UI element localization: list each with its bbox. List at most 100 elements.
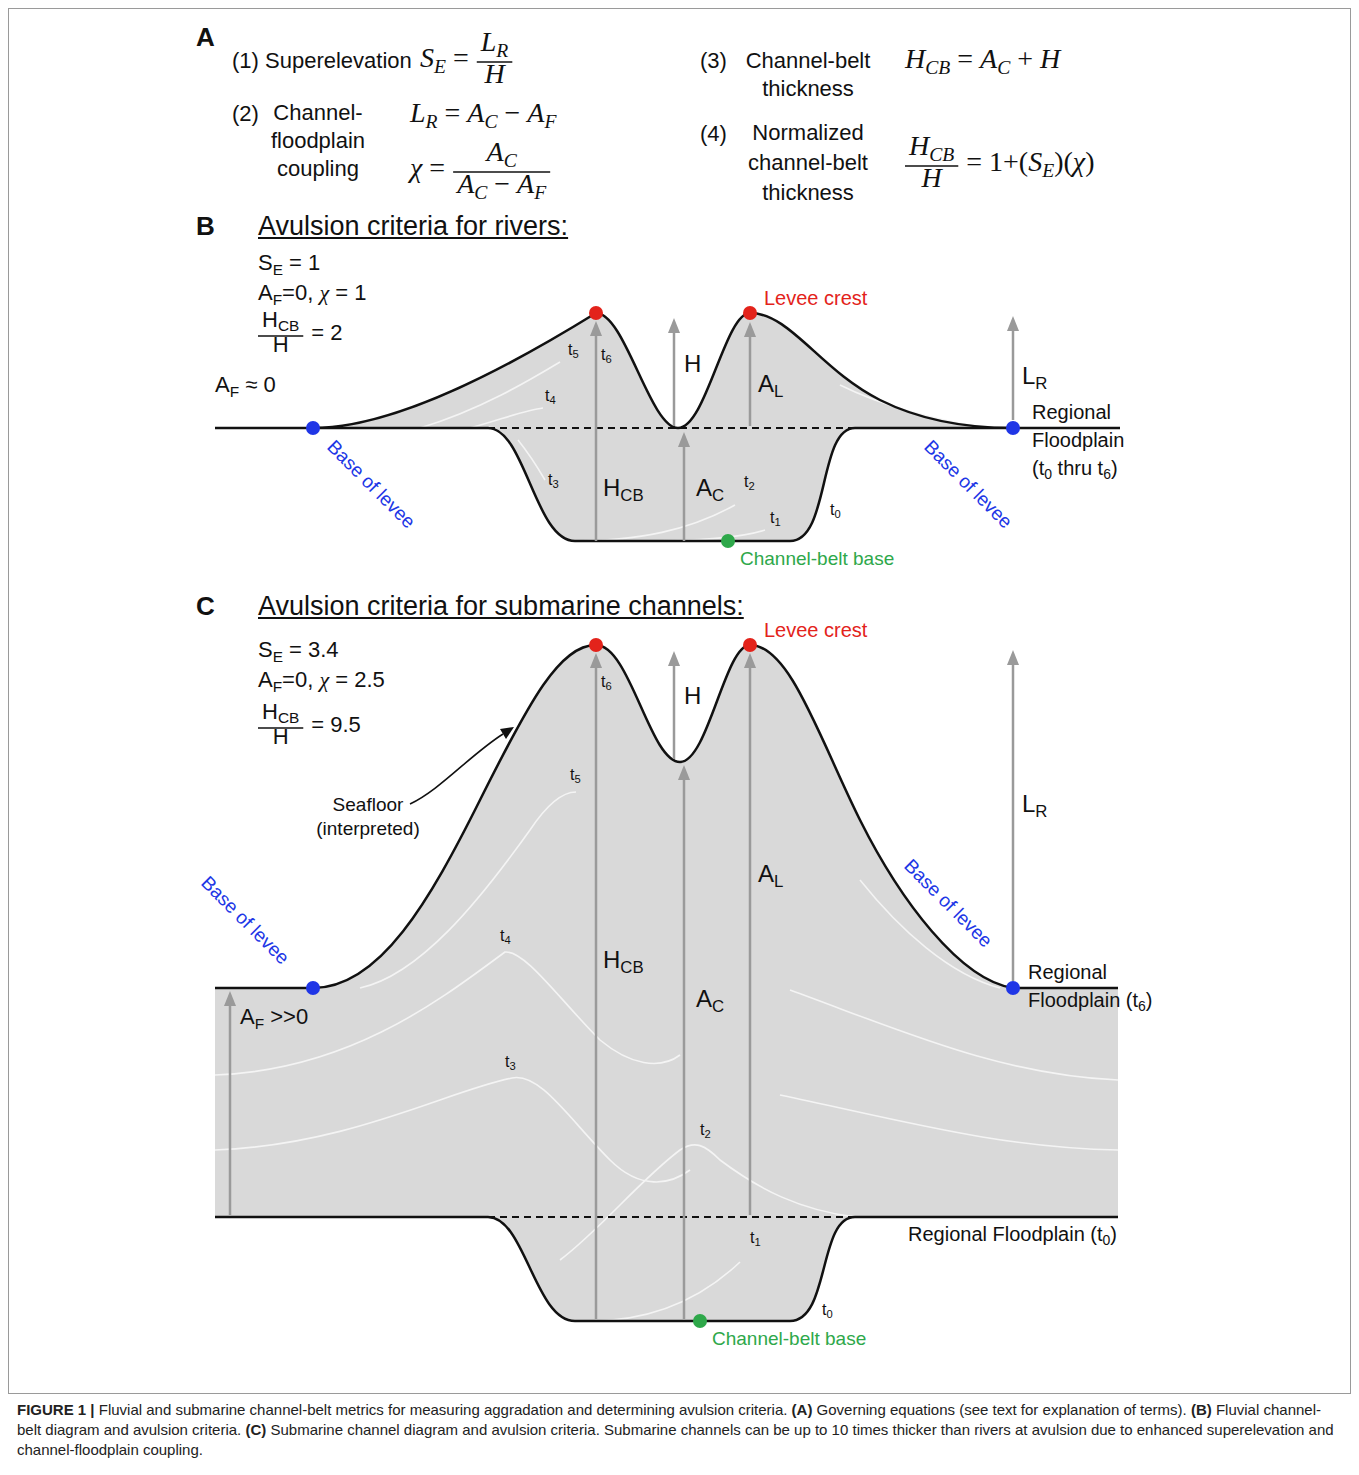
text-run: E <box>1042 160 1054 181</box>
text-run: A <box>258 667 273 692</box>
dimension-label: H <box>684 350 701 379</box>
text-run: 3 <box>509 1060 515 1072</box>
arrow-head <box>500 727 514 739</box>
channel-belt-base-dot <box>721 534 735 548</box>
dimension-arrow <box>683 444 686 541</box>
dimension-label: AC <box>696 474 724 503</box>
text-run: L <box>1022 362 1035 389</box>
fraction-denominator: H <box>273 332 289 358</box>
text-run: CB <box>278 709 299 726</box>
dimension-arrow <box>229 1003 232 1215</box>
text-run: = <box>950 43 980 74</box>
text-run: H <box>684 682 701 709</box>
text-run: Channel- floodplain coupling <box>271 100 365 181</box>
arrow-head <box>590 653 602 668</box>
text-run: 3 <box>552 478 558 490</box>
text-run: t <box>750 1229 754 1246</box>
text-run: 2 <box>704 1128 710 1140</box>
text-run: A <box>457 168 474 199</box>
channel-belt-base-label: Channel-belt base <box>712 1328 866 1351</box>
text-run: t <box>744 473 748 490</box>
text-run: CB <box>620 486 643 505</box>
text-run: χ <box>1073 146 1085 177</box>
text-run: t <box>700 1121 704 1138</box>
dimension-arrow <box>673 663 676 759</box>
text-run: t <box>500 927 504 944</box>
text-run: 4 <box>504 934 510 946</box>
text-run: H <box>1040 43 1060 74</box>
text-run: L <box>410 97 426 128</box>
text-run: Normalized channel-belt thickness <box>748 120 868 205</box>
text-run: L <box>481 26 497 57</box>
text-run: L <box>1022 790 1035 817</box>
base-of-levee-dot <box>306 421 320 435</box>
panel-letter: C <box>196 591 215 622</box>
time-label: t5 <box>570 765 581 784</box>
text-run: (4) <box>700 121 727 146</box>
equation-label: Normalized channel-belt thickness <box>738 118 878 208</box>
text-run: (2) <box>232 101 259 126</box>
text-run: L <box>774 872 783 891</box>
time-line <box>640 530 765 541</box>
text-run: R <box>426 111 438 132</box>
text-run: A <box>517 168 534 199</box>
levee-crest-dot <box>589 306 603 320</box>
text-run: CB <box>278 317 299 334</box>
text-run: 0 <box>1044 466 1052 482</box>
text-run: + <box>1010 43 1040 74</box>
text-run: S <box>258 637 273 662</box>
dimension-label: HCB <box>603 474 644 503</box>
time-line <box>215 1077 690 1181</box>
text-run: Channel-belt base <box>712 1328 866 1349</box>
text-run: 6 <box>605 680 611 692</box>
fraction-denominator: H <box>484 57 504 91</box>
text-run: CB <box>620 958 643 977</box>
criterion: = 2 <box>311 320 342 346</box>
text-run: 5 <box>574 773 580 785</box>
equation-number: (4) <box>700 121 727 147</box>
text-run: B <box>196 211 215 241</box>
text-run: H <box>922 162 942 193</box>
dimension-arrow <box>595 333 598 541</box>
dimension-arrow <box>595 665 598 1319</box>
text-run: R <box>1035 374 1047 393</box>
equation: = 1+(SE)(χ) <box>966 145 1094 179</box>
equation-label: Channel- floodplain coupling <box>266 99 370 183</box>
text-run: t <box>545 387 549 404</box>
levee-crest-label: Levee crest <box>764 286 867 310</box>
text-run: A <box>980 43 997 74</box>
floodplain-line <box>215 427 1120 430</box>
text-run: H <box>603 946 620 973</box>
text-run: t <box>601 673 605 690</box>
text-run: H <box>603 474 620 501</box>
channel-belt-outline <box>488 1217 855 1321</box>
text-run: (C) <box>245 1421 266 1438</box>
time-label: t6 <box>601 672 612 691</box>
text-run: 0 <box>826 1308 832 1320</box>
text-run: F <box>273 678 282 695</box>
equation: LR = AC − AF <box>410 96 556 130</box>
channel-belt-base-dot <box>693 1314 707 1328</box>
text-run: ≈ 0 <box>239 372 276 397</box>
text-run: − <box>487 168 517 199</box>
arrow-head <box>678 432 690 447</box>
text-run: t <box>822 1301 826 1318</box>
seafloor-outline <box>215 645 1118 988</box>
arrow-head <box>224 991 236 1006</box>
floodplain-label: Regional Floodplain (t0 thru t6) <box>1032 398 1136 484</box>
text-run: C <box>484 111 497 132</box>
text-run: 0 <box>1103 1232 1111 1248</box>
equation: χ = <box>410 151 445 185</box>
text-run: C <box>712 486 724 505</box>
text-run: Regional Floodplain (t <box>908 1223 1103 1245</box>
criterion: AF=0, χ = 1 <box>258 280 366 306</box>
dimension-arrow <box>1012 328 1015 420</box>
callout-label: Seafloor (interpreted) <box>310 793 426 841</box>
text-run: Base of levee <box>323 436 419 532</box>
text-run: χ <box>319 667 329 692</box>
text-run: F <box>273 291 282 308</box>
dashed-floodplain <box>488 1216 855 1218</box>
time-label: t2 <box>744 472 755 491</box>
text-run: 2 <box>748 480 754 492</box>
text-run: thru t <box>1052 457 1103 479</box>
